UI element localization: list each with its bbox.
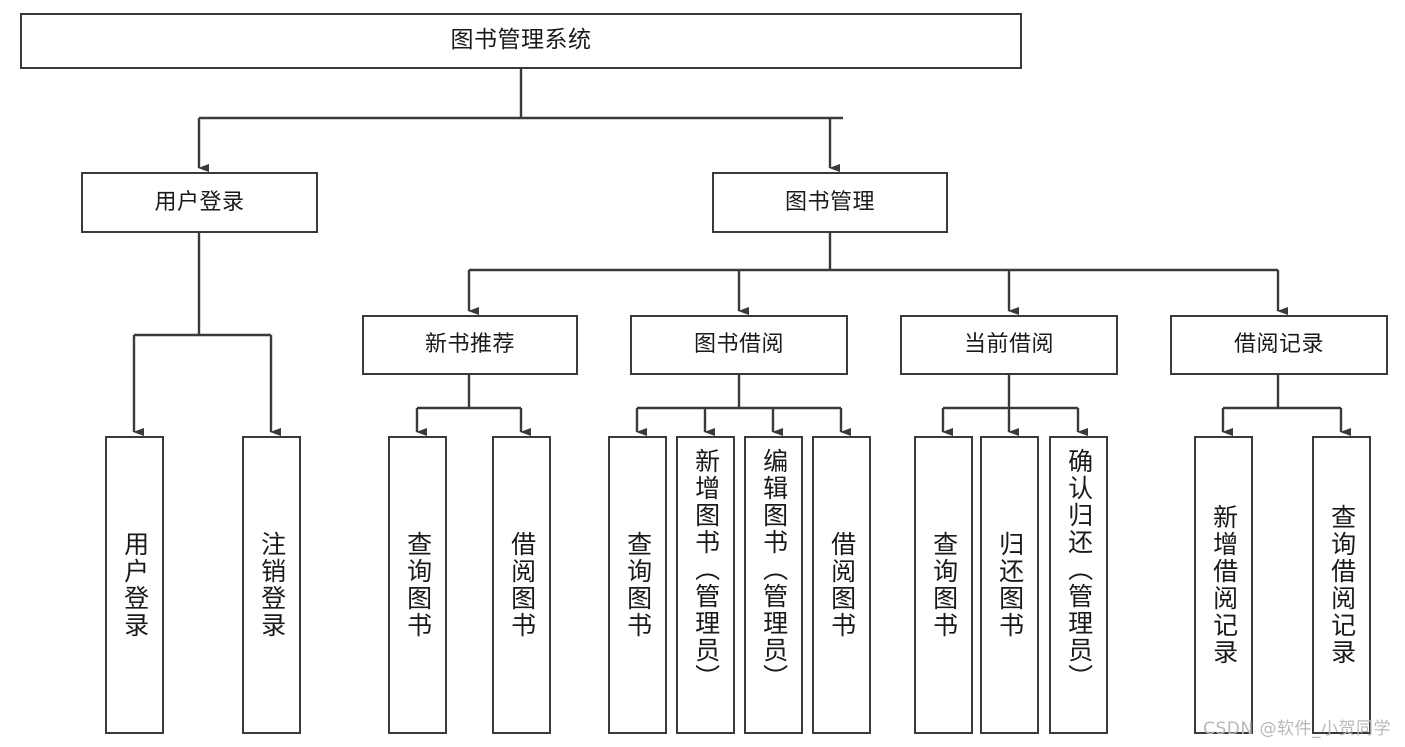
node-leaf-add-borrow-record[interactable]: 新增借阅记录 bbox=[1194, 436, 1253, 734]
node-new-book-recommend[interactable]: 新书推荐 bbox=[362, 315, 578, 375]
node-label: 查询图书 bbox=[929, 531, 959, 639]
node-leaf-borrow-book-recommend[interactable]: 借阅图书 bbox=[492, 436, 551, 734]
node-label: 查询图书 bbox=[623, 531, 653, 639]
node-leaf-query-borrow-record[interactable]: 查询借阅记录 bbox=[1312, 436, 1371, 734]
node-label: 借阅图书 bbox=[827, 531, 857, 639]
node-label: 当前借阅 bbox=[963, 332, 1054, 358]
node-label: 图书管理系统 bbox=[450, 27, 592, 54]
node-leaf-confirm-return[interactable]: 确认归还（管理员） bbox=[1049, 436, 1108, 734]
node-current-borrow[interactable]: 当前借阅 bbox=[900, 315, 1118, 375]
node-leaf-query-book-current[interactable]: 查询图书 bbox=[914, 436, 973, 734]
node-label: 新增借阅记录 bbox=[1209, 504, 1239, 666]
node-leaf-return-book[interactable]: 归还图书 bbox=[980, 436, 1039, 734]
node-label: 图书借阅 bbox=[693, 332, 784, 358]
node-book-manage[interactable]: 图书管理 bbox=[712, 172, 948, 233]
node-leaf-query-book-recommend[interactable]: 查询图书 bbox=[388, 436, 447, 734]
node-label: 用户登录 bbox=[120, 531, 150, 639]
node-book-borrow[interactable]: 图书借阅 bbox=[630, 315, 848, 375]
node-label: 确认归还（管理员） bbox=[1064, 448, 1094, 691]
node-leaf-query-book-borrow[interactable]: 查询图书 bbox=[608, 436, 667, 734]
node-leaf-borrow-book[interactable]: 借阅图书 bbox=[812, 436, 871, 734]
node-label: 借阅记录 bbox=[1233, 332, 1324, 358]
node-label: 新增图书（管理员） bbox=[691, 448, 721, 691]
node-leaf-user-logout[interactable]: 注销登录 bbox=[242, 436, 301, 734]
node-label: 用户登录 bbox=[154, 189, 245, 215]
node-label: 注销登录 bbox=[257, 531, 287, 639]
node-leaf-user-login[interactable]: 用户登录 bbox=[105, 436, 164, 734]
node-label: 借阅图书 bbox=[507, 531, 537, 639]
node-root-system[interactable]: 图书管理系统 bbox=[20, 13, 1022, 69]
node-user-login[interactable]: 用户登录 bbox=[81, 172, 318, 233]
node-leaf-add-book[interactable]: 新增图书（管理员） bbox=[676, 436, 735, 734]
node-label: 编辑图书（管理员） bbox=[759, 448, 789, 691]
node-label: 查询图书 bbox=[403, 531, 433, 639]
node-label: 查询借阅记录 bbox=[1327, 504, 1357, 666]
node-label: 新书推荐 bbox=[424, 332, 515, 358]
node-borrow-record[interactable]: 借阅记录 bbox=[1170, 315, 1388, 375]
node-leaf-edit-book[interactable]: 编辑图书（管理员） bbox=[744, 436, 803, 734]
node-label: 归还图书 bbox=[995, 531, 1025, 639]
node-label: 图书管理 bbox=[784, 189, 875, 215]
